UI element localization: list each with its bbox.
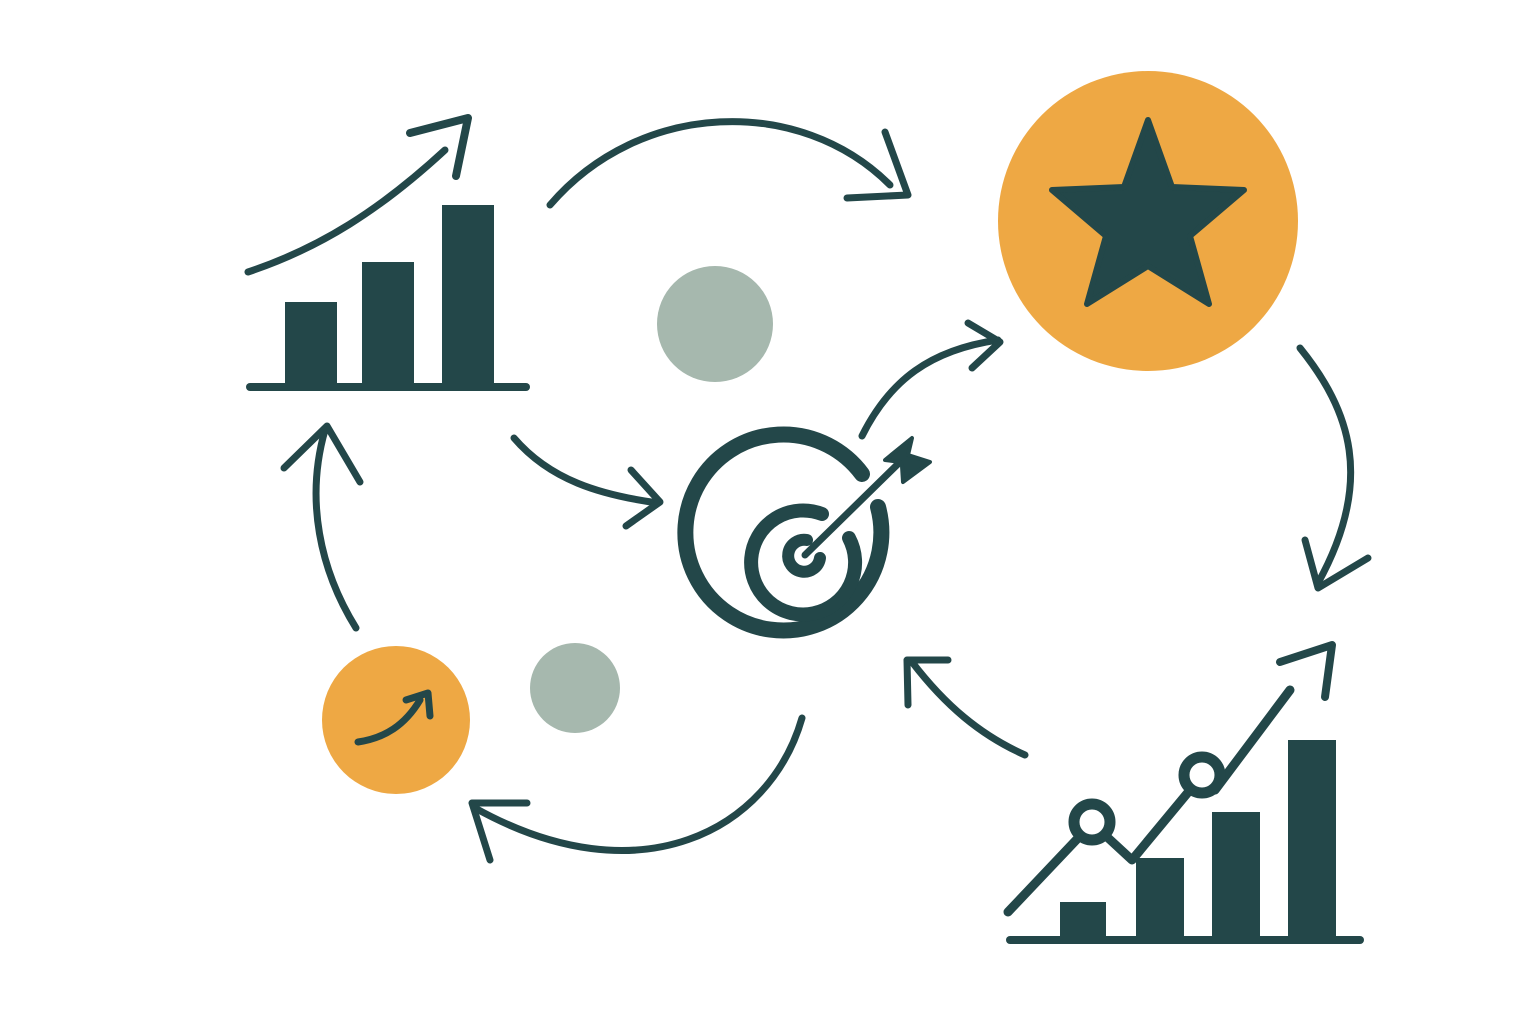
- bar-chart-rising-arrow-icon: [244, 114, 530, 391]
- arrow-star-to-growth: [1296, 344, 1355, 587]
- growth-bar: [1212, 812, 1260, 938]
- arrow-target-to-star-head: [964, 319, 1004, 372]
- target-outer-ring: [677, 426, 890, 639]
- trend-arrowhead: [406, 114, 472, 180]
- arrow-star-to-growth-head: [1301, 536, 1372, 592]
- chart-bar: [362, 262, 414, 384]
- trend-arrow-icon: [354, 696, 424, 746]
- star-icon: [1049, 117, 1247, 307]
- arrow-smallbadge-to-barchart-head: [280, 422, 364, 486]
- arrow-target-to-smallbadge-head: [468, 799, 531, 864]
- growth-bar: [1288, 740, 1336, 938]
- connector-arrows: [280, 118, 1372, 864]
- chart-bar: [285, 302, 337, 384]
- growth-chart-icon: [1003, 641, 1364, 944]
- arrow-barchart-to-star-head: [843, 128, 912, 202]
- growth-arrowhead: [1276, 641, 1336, 701]
- target-inner-ring: [782, 533, 826, 578]
- arrow-barchart-to-target: [510, 434, 662, 507]
- rising-trend-line: [244, 146, 449, 276]
- small-trend-badge: [322, 646, 470, 794]
- growth-point: [1068, 798, 1116, 846]
- chart-bar: [442, 205, 494, 384]
- trend-arrow-head: [402, 689, 434, 720]
- arrow-barchart-to-star: [546, 118, 894, 209]
- arrow-target-to-smallbadge: [471, 714, 806, 854]
- growth-bar: [1136, 858, 1184, 938]
- sage-dot-lower: [530, 643, 620, 733]
- star-badge: [998, 71, 1298, 371]
- arrow-smallbadge-to-barchart: [312, 426, 360, 632]
- bullseye-arrow-icon: [677, 426, 932, 639]
- arrow-growth-to-target: [908, 658, 1029, 759]
- arrow-target-to-star: [858, 336, 1002, 440]
- growth-point: [1178, 751, 1226, 799]
- arrow-growth-to-target-head: [903, 656, 952, 709]
- target-arrow-fletching: [883, 436, 932, 484]
- small-badge-circle: [322, 646, 470, 794]
- sage-dot-upper: [657, 266, 773, 382]
- growth-line: [1003, 685, 1295, 917]
- growth-bar: [1060, 902, 1106, 938]
- target-arrow-shaft: [801, 458, 904, 559]
- target-middle-ring: [744, 503, 863, 622]
- arrow-barchart-to-target-head: [622, 466, 664, 530]
